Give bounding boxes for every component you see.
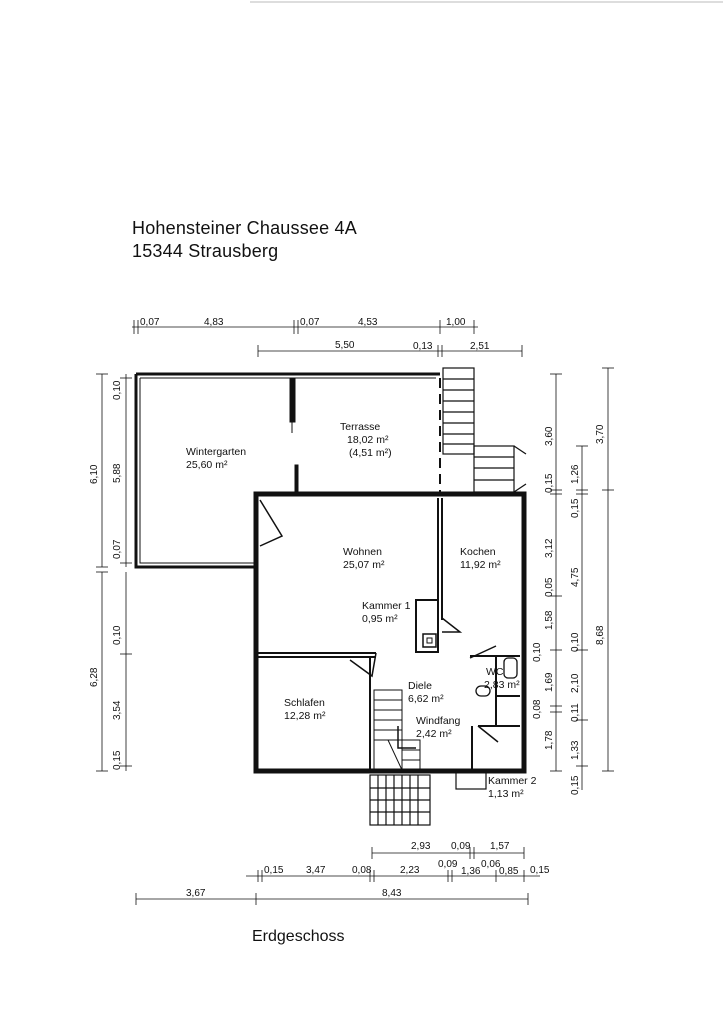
dim-right1-4: 1,58 <box>544 610 555 630</box>
room-kammer2-area: 1,13 m² <box>488 788 524 800</box>
room-diele-area: 6,62 m² <box>408 693 444 705</box>
dim-right3-0: 3,70 <box>595 424 606 444</box>
room-diele-name: Diele <box>408 680 432 692</box>
room-wintergarten-name: Wintergarten <box>186 446 246 458</box>
dim-top2-2: 2,51 <box>470 341 490 352</box>
dim-left-lower-inner-1: 3,54 <box>112 700 123 720</box>
dim-left-lower-outer: 6,28 <box>89 667 100 687</box>
room-wc-area: 2,83 m² <box>484 679 520 691</box>
dim-bottom2-4: 0,09 <box>438 859 458 870</box>
room-windfang-area: 2,42 m² <box>416 728 452 740</box>
dim-left-upper-inner-0: 0,10 <box>112 380 123 400</box>
dim-right2-1: 0,15 <box>570 498 581 518</box>
room-kammer1-area: 0,95 m² <box>362 613 398 625</box>
room-terrasse-name: Terrasse <box>340 421 380 433</box>
dim-bottom1-1: 0,09 <box>451 841 471 852</box>
dim-right3-1: 8,68 <box>595 625 606 645</box>
room-wc-name: WC <box>486 666 504 678</box>
dimension-labels: 0,07 4,83 0,07 4,53 1,00 5,50 0,13 2,51 … <box>89 317 606 899</box>
dim-bottom3-0: 3,67 <box>186 888 206 899</box>
room-kochen-area: 11,92 m² <box>460 559 501 571</box>
dim-bottom2-8: 0,15 <box>530 865 550 876</box>
dim-bottom2-7: 0,85 <box>499 866 519 877</box>
dim-top1-4: 1,00 <box>446 317 466 328</box>
dimension-lines <box>96 320 614 905</box>
dim-right1-3: 0,05 <box>544 577 555 597</box>
interior-stairs <box>373 689 421 771</box>
dim-right2-5: 0,11 <box>570 703 581 722</box>
dim-bottom2-3: 2,23 <box>400 865 420 876</box>
dim-right1-2: 3,12 <box>544 538 555 558</box>
dim-right2-7: 0,15 <box>570 775 581 795</box>
dim-left-lower-inner-0: 0,10 <box>112 625 123 645</box>
room-wohnen-name: Wohnen <box>343 546 382 558</box>
dim-right1-0: 3,60 <box>544 426 555 446</box>
room-schlafen-name: Schlafen <box>284 697 325 709</box>
room-labels: Wintergarten 25,60 m² Terrasse 18,02 m² … <box>186 421 537 800</box>
dim-right2-6: 1,33 <box>570 740 581 760</box>
dim-top1-3: 4,53 <box>358 317 378 328</box>
dim-right1-6: 1,69 <box>544 672 555 692</box>
floor-title: Erdgeschoss <box>252 928 345 945</box>
dim-right2-2: 4,75 <box>570 567 581 587</box>
dim-bottom2-5: 0,06 <box>481 859 501 870</box>
wintergarten-walls <box>134 372 440 569</box>
address-city: 15344 Strausberg <box>132 241 279 261</box>
dim-left-upper-outer: 6,10 <box>89 464 100 484</box>
dim-right2-4: 2,10 <box>570 673 581 693</box>
room-windfang-name: Windfang <box>416 715 461 727</box>
dim-right1-5: 0,10 <box>532 642 543 662</box>
dim-top1-0: 0,07 <box>140 317 160 328</box>
room-terrasse-extra: (4,51 m²) <box>349 447 392 459</box>
room-terrasse-area: 18,02 m² <box>347 434 389 446</box>
dim-left-lower-inner-2: 0,15 <box>112 750 123 770</box>
dim-left-upper-inner-1: 5,88 <box>112 463 123 483</box>
exterior-stairs-lower <box>369 770 487 826</box>
dim-bottom3-1: 8,43 <box>382 888 402 899</box>
dim-top2-0: 5,50 <box>335 340 355 351</box>
room-kochen-name: Kochen <box>460 546 496 558</box>
room-wohnen-area: 25,07 m² <box>343 559 385 571</box>
dim-bottom1-0: 2,93 <box>411 841 431 852</box>
dim-top1-2: 0,07 <box>300 317 320 328</box>
dim-bottom1-2: 1,57 <box>490 841 510 852</box>
dim-left-upper-inner-2: 0,07 <box>112 539 123 559</box>
dim-right2-0: 1,26 <box>570 464 581 484</box>
address-street: Hohensteiner Chaussee 4A <box>132 218 357 238</box>
main-house-walls <box>253 491 527 774</box>
dim-right2-3: 0,10 <box>570 632 581 652</box>
dim-bottom2-1: 3,47 <box>306 865 326 876</box>
room-wintergarten-area: 25,60 m² <box>186 459 228 471</box>
dim-right1-1: 0,15 <box>544 473 555 493</box>
dim-top2-1: 0,13 <box>413 341 433 352</box>
dim-top1-1: 4,83 <box>204 317 224 328</box>
dim-bottom2-0: 0,15 <box>264 865 284 876</box>
dim-bottom2-6: 1,36 <box>461 866 481 877</box>
room-kammer2-name: Kammer 2 <box>488 775 537 787</box>
room-kammer1-name: Kammer 1 <box>362 600 411 612</box>
room-schlafen-area: 12,28 m² <box>284 710 326 722</box>
dim-right1-7: 0,08 <box>532 699 543 719</box>
dim-right1-8: 1,78 <box>544 730 555 750</box>
exterior-stairs-upper <box>442 367 527 493</box>
dim-bottom2-2: 0,08 <box>352 865 372 876</box>
